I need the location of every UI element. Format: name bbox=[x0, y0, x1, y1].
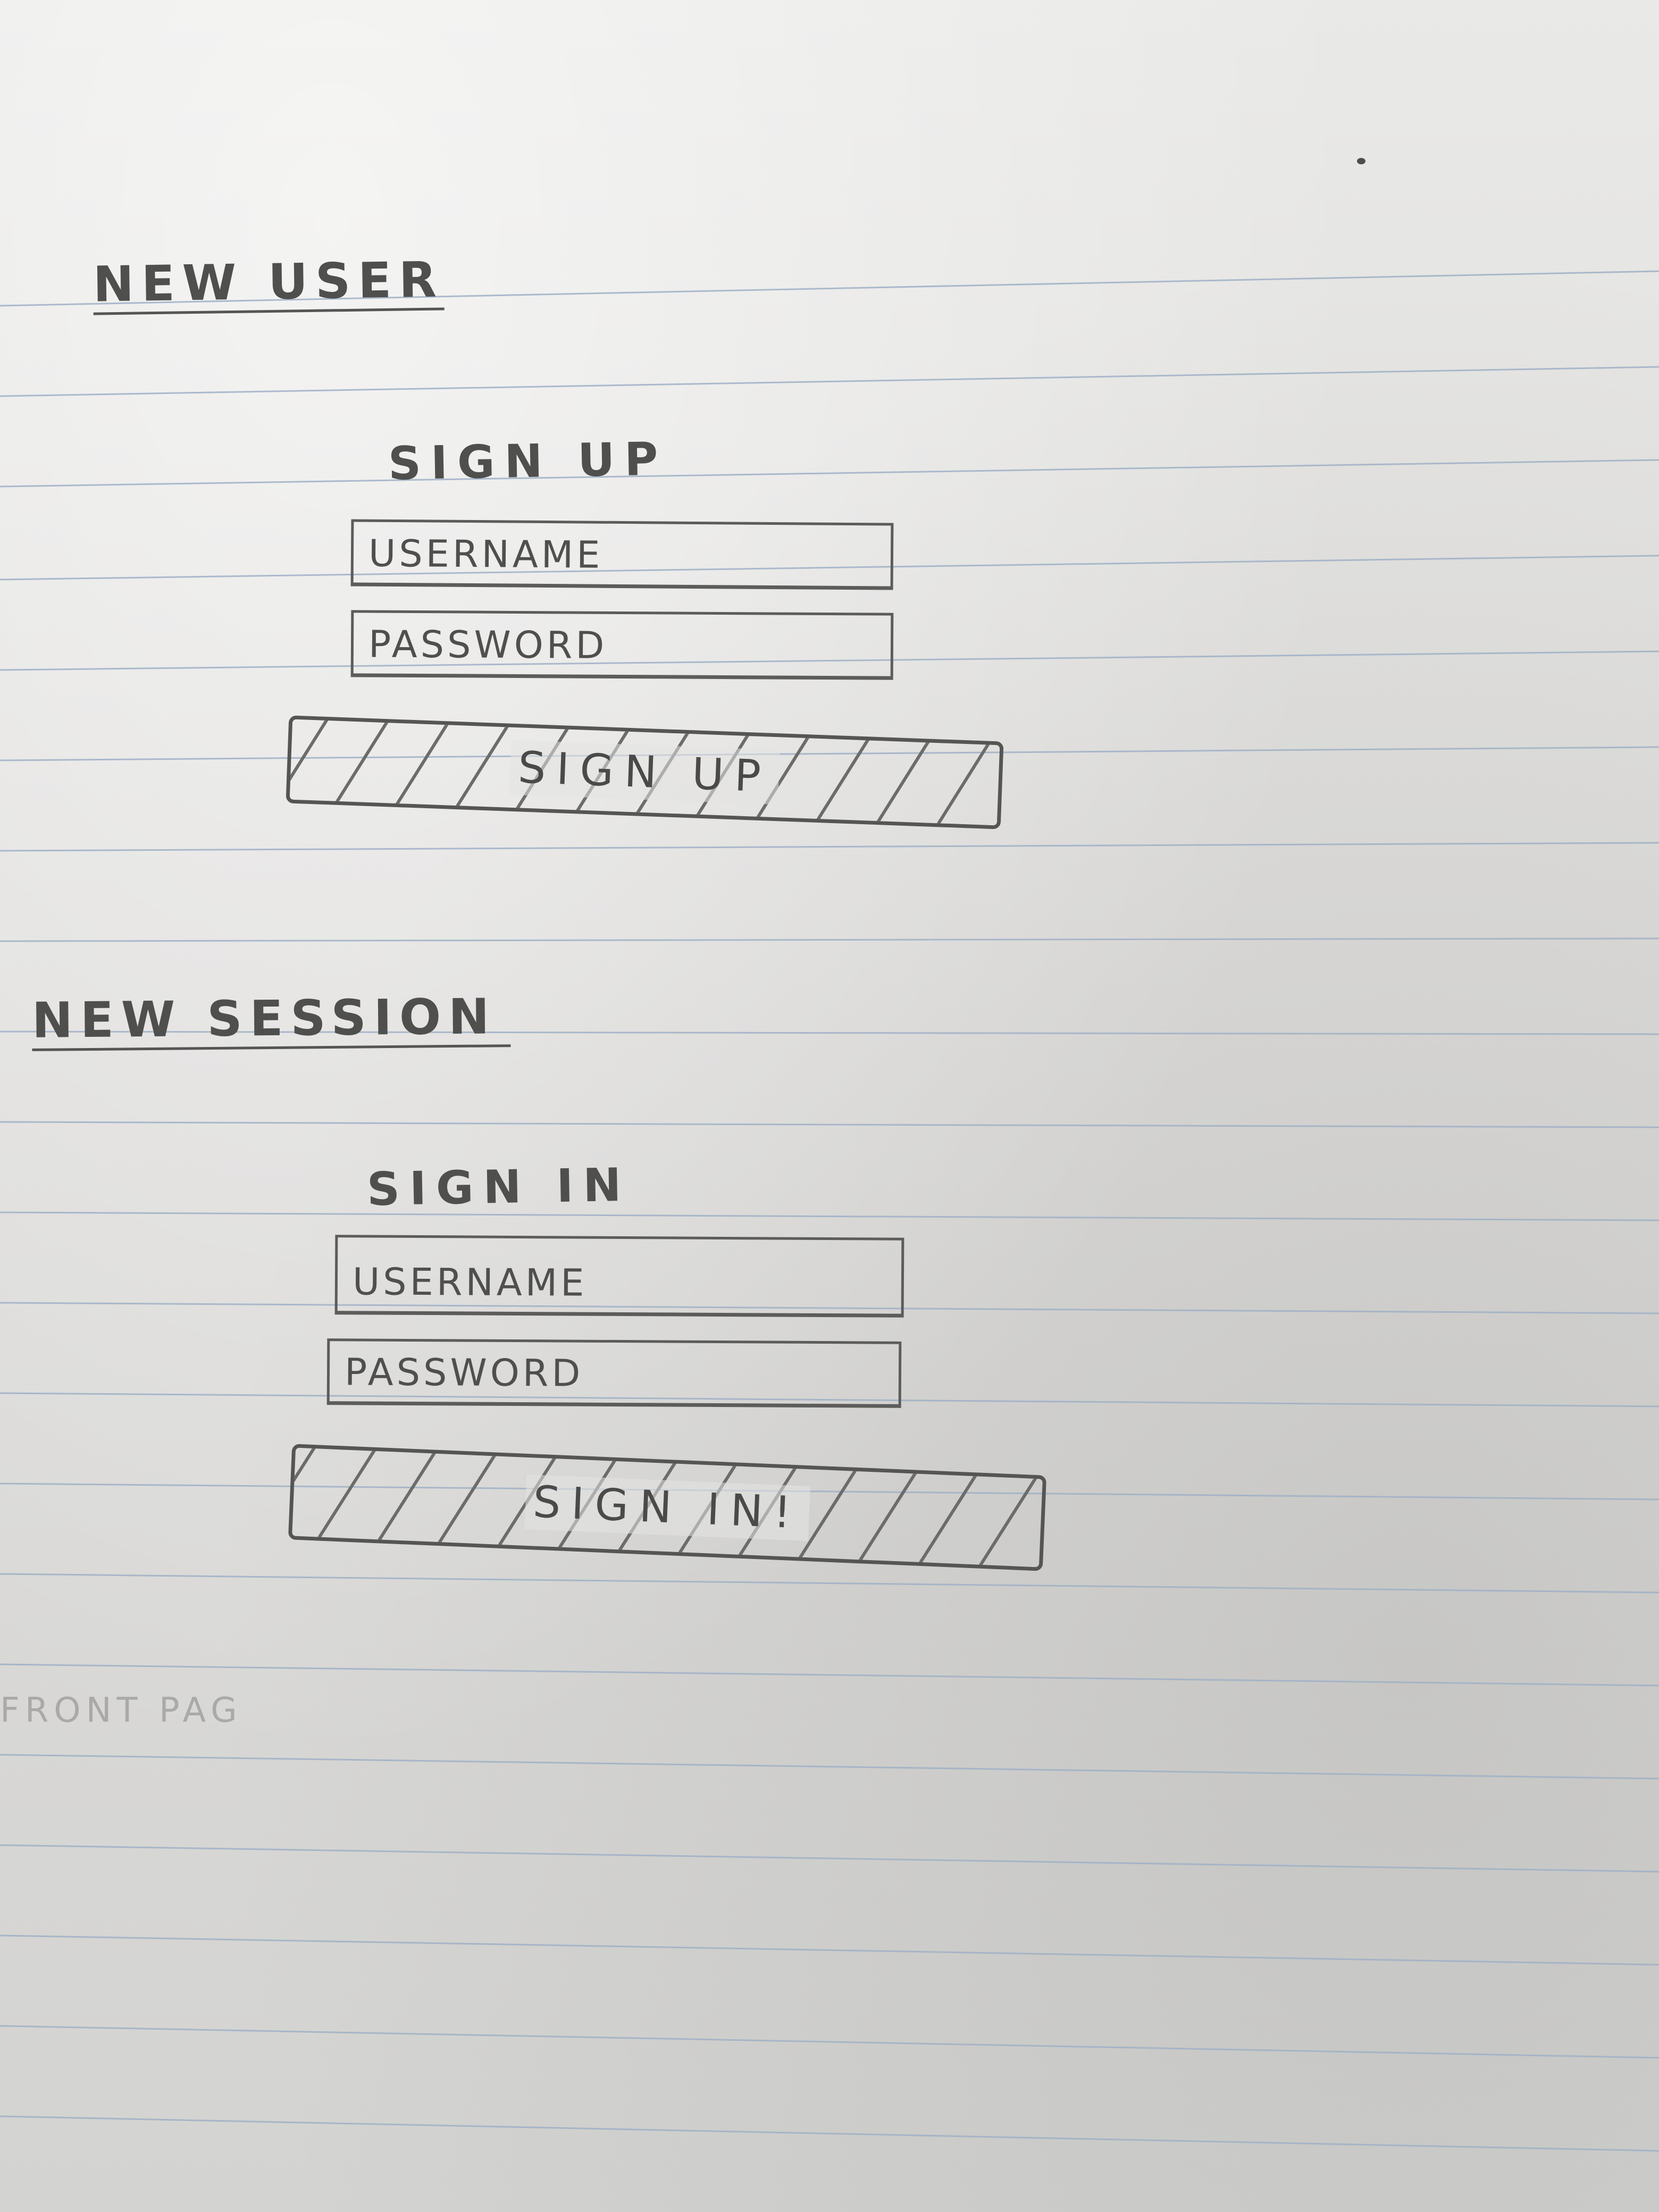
signup-username-field[interactable]: USERNAME bbox=[350, 519, 894, 590]
signin-password-field[interactable]: PASSWORD bbox=[326, 1338, 902, 1408]
signup-username-placeholder: USERNAME bbox=[368, 531, 604, 577]
signup-form-title: SIGN UP bbox=[388, 432, 668, 491]
signup-button-label: SIGN UP bbox=[509, 740, 780, 805]
signin-username-field[interactable]: USERNAME bbox=[334, 1235, 904, 1318]
signin-password-placeholder: PASSWORD bbox=[344, 1350, 584, 1395]
signin-username-placeholder: USERNAME bbox=[352, 1260, 588, 1305]
section-heading-new-session: NEW SESSION bbox=[31, 988, 511, 1051]
signup-password-placeholder: PASSWORD bbox=[368, 622, 608, 667]
signup-password-field[interactable]: PASSWORD bbox=[350, 610, 894, 680]
signin-button-label: SIGN IN! bbox=[524, 1474, 810, 1541]
faint-bleed-through-note: FRONT PAG bbox=[0, 1691, 242, 1730]
signin-form-title: SIGN IN bbox=[366, 1158, 632, 1217]
ink-speck bbox=[1357, 158, 1365, 164]
section-heading-new-user: NEW USER bbox=[93, 251, 445, 315]
